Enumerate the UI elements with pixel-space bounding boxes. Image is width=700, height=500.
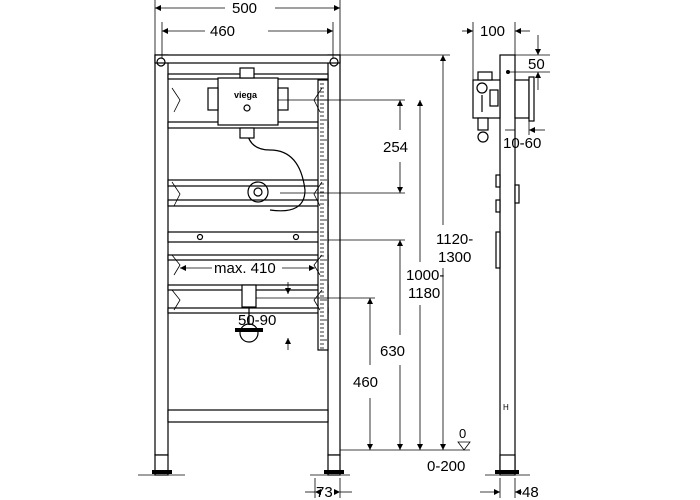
arrowhead — [315, 489, 321, 495]
side-dimension-lines — [462, 22, 550, 498]
arrowhead — [162, 28, 168, 34]
viega-logo: viega — [234, 90, 258, 100]
drain-connector — [241, 284, 257, 308]
mount-hole-left — [156, 57, 166, 67]
arrowhead — [285, 338, 291, 344]
front-frame: viega — [138, 54, 350, 476]
flush-hose — [246, 131, 306, 212]
mount-hole-right — [329, 57, 339, 67]
arrowhead — [285, 288, 291, 294]
arrowhead — [334, 489, 340, 495]
right-post — [327, 54, 341, 456]
dim-overall-width: 500 — [232, 0, 257, 17]
arrowhead — [440, 444, 446, 450]
floor-level-marker — [457, 441, 471, 451]
dim-foot-width: 73 — [316, 484, 333, 500]
side-view: H — [472, 54, 535, 476]
arrowhead — [180, 265, 186, 271]
dim-total-height-2: 1300 — [438, 249, 471, 266]
arrowhead — [367, 298, 373, 304]
dim-wall-range: 10-60 — [503, 135, 541, 152]
arrowhead — [440, 55, 446, 61]
arrowhead — [327, 28, 333, 34]
dim-total-height-1: 1120- — [436, 231, 473, 248]
arrowhead — [397, 444, 403, 450]
dim-foot-adjust: 0-200 — [427, 458, 465, 475]
dim-inlet-height-1: 1000- — [406, 267, 444, 284]
top-rail — [154, 54, 341, 64]
dim-side-depth: 100 — [480, 23, 505, 40]
svg-text:H: H — [503, 403, 509, 412]
drain-clamp — [239, 323, 259, 343]
dim-post-width: 48 — [522, 484, 539, 500]
dim-inlet-height-2: 1180 — [408, 285, 440, 302]
mounting-rail — [167, 231, 329, 243]
arrowhead — [367, 444, 373, 450]
arrowhead — [417, 444, 423, 450]
front-dimension-lines — [154, 0, 470, 498]
arrowhead — [397, 187, 403, 193]
dim-height-630: 630 — [380, 343, 405, 360]
dim-height-460: 460 — [353, 374, 378, 391]
flush-valve-housing — [217, 77, 279, 126]
arrowhead — [155, 5, 161, 11]
arrowhead — [417, 100, 423, 106]
scale-strip — [317, 79, 329, 351]
floor-level-label: 0 — [459, 426, 466, 441]
arrowhead — [334, 5, 340, 11]
dim-max-width: max. 410 — [214, 260, 276, 277]
arrowhead — [397, 100, 403, 106]
dim-inlet-spacing: 254 — [383, 139, 408, 156]
arrowhead — [397, 240, 403, 246]
dim-frame-width: 460 — [210, 23, 235, 40]
dim-side-offset: 50 — [528, 56, 545, 73]
arrowhead — [309, 265, 315, 271]
bottom-rail — [167, 409, 329, 423]
dim-outlet-range: 50-90 — [238, 312, 276, 329]
left-post — [154, 54, 169, 456]
